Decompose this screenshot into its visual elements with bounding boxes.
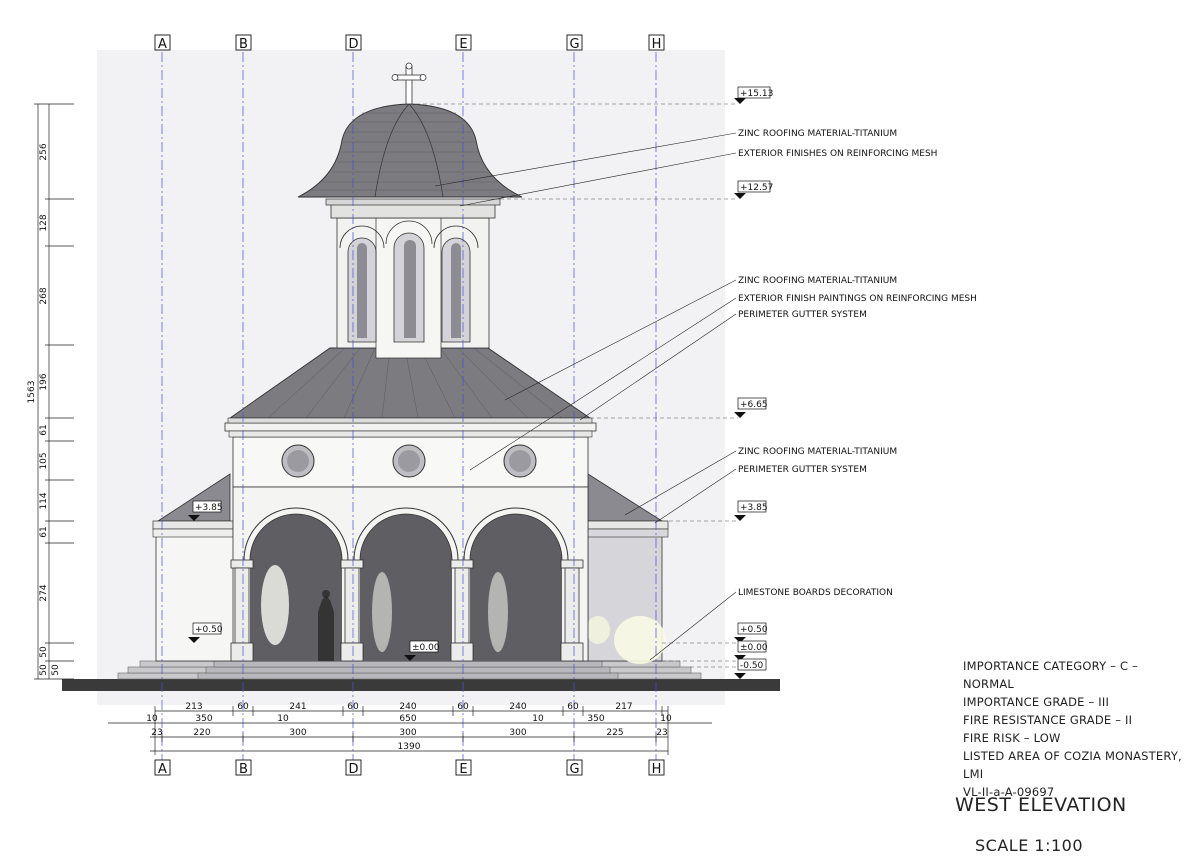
note-gutter-main: PERIMETER GUTTER SYSTEM — [738, 310, 867, 320]
hdim-r2-0: 10 — [146, 714, 158, 724]
vdim-50c: 50 — [51, 664, 61, 676]
grid-label-top-h: H — [652, 37, 662, 52]
note-zinc-roof-main: ZINC ROOFING MATERIAL-TITANIUM — [738, 276, 897, 286]
ground-slab — [62, 679, 780, 691]
grid-label-bottom-g: G — [569, 762, 579, 777]
drawing-scale: SCALE 1:100 — [975, 836, 1083, 855]
grid-label-bottom-h: H — [652, 762, 662, 777]
hdim-r3-4: 300 — [509, 728, 526, 738]
level-side-left: +3.85 — [195, 503, 223, 513]
level-ground: -0.50 — [740, 661, 764, 671]
hdim-r2-1: 350 — [195, 714, 212, 724]
hdim-r2-6: 10 — [660, 714, 672, 724]
hdim-r2-5: 350 — [587, 714, 604, 724]
vdim-50a: 50 — [39, 646, 49, 658]
grid-label-bottom-b: B — [239, 762, 248, 777]
vdim-61b: 61 — [39, 526, 49, 537]
vertical-dimension-chain: 1563 256 128 268 196 61 105 114 61 274 5… — [27, 103, 74, 680]
hdim-r1-7: 60 — [567, 702, 579, 712]
note-exterior-finishes: EXTERIOR FINISHES ON REINFORCING MESH — [738, 149, 937, 159]
grid-label-bottom-a: A — [158, 762, 167, 777]
level-markers: +15.13 +12.57 +6.65 +3.85 +3.85 +0.50 +0… — [188, 86, 773, 679]
vdim-128: 128 — [39, 214, 49, 231]
grid-label-bottom-d: D — [348, 762, 358, 777]
vdim-total: 1563 — [27, 381, 37, 404]
level-floor-center: ±0.00 — [412, 643, 440, 653]
grid-label-top-a: A — [158, 37, 167, 52]
vdim-114: 114 — [39, 492, 49, 509]
annotations: ZINC ROOFING MATERIAL-TITANIUM EXTERIOR … — [738, 129, 977, 598]
info-importance-category: IMPORTANCE CATEGORY – C – NORMAL — [963, 659, 1139, 691]
level-plinth-right: +0.50 — [740, 625, 768, 635]
grid-label-bottom-e: E — [459, 762, 467, 777]
main-roof — [227, 347, 593, 424]
hdim-r1-0: 213 — [185, 702, 202, 712]
note-limestone: LIMESTONE BOARDS DECORATION — [738, 588, 893, 598]
horizontal-dimension-chains — [108, 706, 712, 755]
hdim-r1-8: 217 — [615, 702, 632, 712]
steps — [117, 660, 702, 680]
hdim-r1-5: 60 — [457, 702, 469, 712]
narthex — [224, 422, 597, 662]
hdim-r2-2: 10 — [277, 714, 289, 724]
hdim-r3-5: 225 — [606, 728, 623, 738]
hdim-r3-3: 300 — [399, 728, 416, 738]
info-fire-risk: FIRE RISK – LOW — [963, 731, 1061, 745]
hdim-total: 1390 — [398, 742, 421, 752]
hdim-r1-6: 240 — [509, 702, 526, 712]
note-zinc-roof-side: ZINC ROOFING MATERIAL-TITANIUM — [738, 447, 897, 457]
vdim-50b: 50 — [39, 664, 49, 676]
leader-lines — [434, 132, 737, 661]
vdim-105: 105 — [39, 452, 49, 469]
note-exterior-paintings: EXTERIOR FINISH PAINTINGS ON REINFORCING… — [738, 294, 977, 304]
info-fire-resistance: FIRE RESISTANCE GRADE – II — [963, 713, 1133, 727]
level-top: +15.13 — [740, 89, 773, 99]
cross — [391, 62, 427, 105]
hdim-r1-3: 60 — [347, 702, 359, 712]
grid-label-top-e: E — [459, 37, 467, 52]
vdim-256: 256 — [39, 143, 49, 160]
tower-drum — [325, 198, 501, 359]
level-floor-right: ±0.00 — [740, 643, 768, 653]
hdim-r1-4: 240 — [399, 702, 416, 712]
grid-label-top-d: D — [348, 37, 358, 52]
note-gutter-side: PERIMETER GUTTER SYSTEM — [738, 465, 867, 475]
grid-lines — [161, 52, 657, 760]
project-info-block: IMPORTANCE CATEGORY – C – NORMAL IMPORTA… — [963, 657, 1191, 801]
level-side-right: +3.85 — [740, 503, 768, 513]
hdim-r3-0: 23 — [151, 728, 162, 738]
hdim-r1-2: 241 — [289, 702, 306, 712]
info-lmi-code: VL-II-a-A-09697 — [963, 785, 1055, 799]
info-listed-area: LISTED AREA OF COZIA MONASTERY, LMI — [963, 749, 1182, 781]
level-plinth-left: +0.50 — [195, 625, 223, 635]
level-dome-base: +12.57 — [740, 183, 773, 193]
hdim-r1-1: 60 — [237, 702, 249, 712]
drawing-title: WEST ELEVATION — [955, 794, 1127, 816]
grid-label-top-b: B — [239, 37, 248, 52]
grid-labels-top: A B D E G H — [154, 34, 665, 52]
grid-labels-bottom: A B D E G H — [154, 759, 665, 777]
vdim-196: 196 — [39, 373, 49, 390]
hdim-r3-2: 300 — [289, 728, 306, 738]
dome — [297, 103, 523, 198]
vdim-268: 268 — [39, 287, 49, 304]
hdim-r3-6: 23 — [656, 728, 667, 738]
hdim-r2-4: 10 — [532, 714, 544, 724]
vdim-274: 274 — [39, 584, 49, 601]
level-lines — [409, 103, 738, 668]
dimension-texts: 213 60 241 60 240 60 240 60 217 10 350 1… — [146, 702, 672, 752]
level-eave: +6.65 — [740, 400, 768, 410]
info-importance-grade: IMPORTANCE GRADE – III — [963, 695, 1110, 709]
note-zinc-roof-dome: ZINC ROOFING MATERIAL-TITANIUM — [738, 129, 897, 139]
vdim-61a: 61 — [39, 424, 49, 435]
hdim-r2-3: 650 — [399, 714, 416, 724]
grid-label-top-g: G — [569, 37, 579, 52]
hdim-r3-1: 220 — [193, 728, 210, 738]
